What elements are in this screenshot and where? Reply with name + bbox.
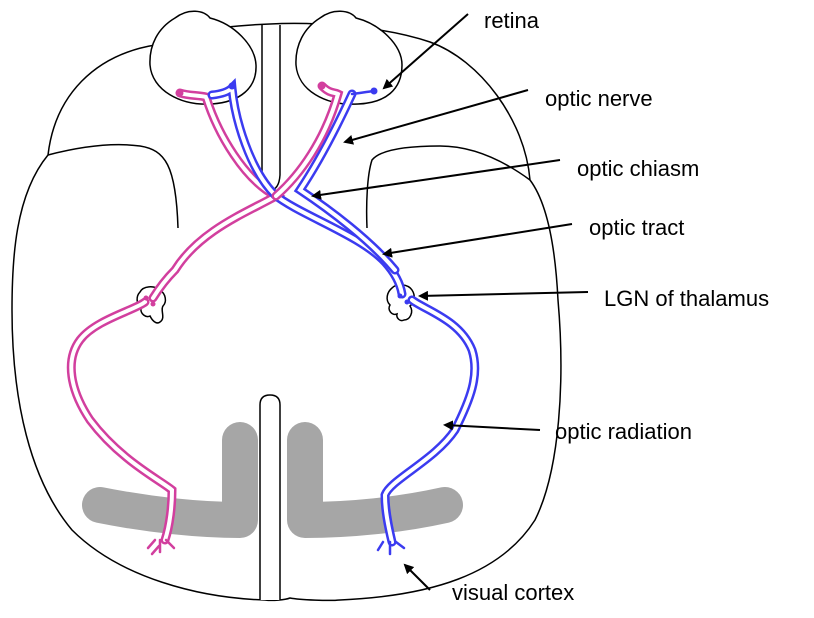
right-lgn-dot-2 xyxy=(405,300,410,305)
right-temporal-lobe xyxy=(367,146,530,228)
lgn-arrow xyxy=(420,292,588,296)
right-retina-pink-dot xyxy=(319,83,326,90)
optic-tract-arrow xyxy=(384,224,572,254)
label-retina: retina xyxy=(484,10,539,32)
optic-chiasm-arrow xyxy=(313,160,560,196)
label-optic-tract: optic tract xyxy=(589,217,684,239)
right-lgn-dot-1 xyxy=(398,294,403,299)
posterior-fissure xyxy=(260,395,280,600)
left-lgn-dot-2 xyxy=(151,302,156,307)
left-lgn-dot-1 xyxy=(144,296,149,301)
left-retina-blue-dot xyxy=(229,83,236,90)
left-retina-pink-dot xyxy=(177,90,184,97)
right-visual-cortex xyxy=(305,440,445,520)
label-lgn: LGN of thalamus xyxy=(604,288,769,310)
visual-cortex-arrow xyxy=(405,565,430,590)
label-optic-chiasm: optic chiasm xyxy=(577,158,699,180)
longitudinal-fissure xyxy=(262,25,280,190)
right-eye xyxy=(296,11,402,104)
label-optic-radiation: optic radiation xyxy=(555,421,692,443)
right-retina-blue-dot xyxy=(371,88,378,95)
left-temporal-lobe xyxy=(48,145,178,228)
label-visual-cortex: visual cortex xyxy=(452,582,574,604)
label-optic-nerve: optic nerve xyxy=(545,88,653,110)
